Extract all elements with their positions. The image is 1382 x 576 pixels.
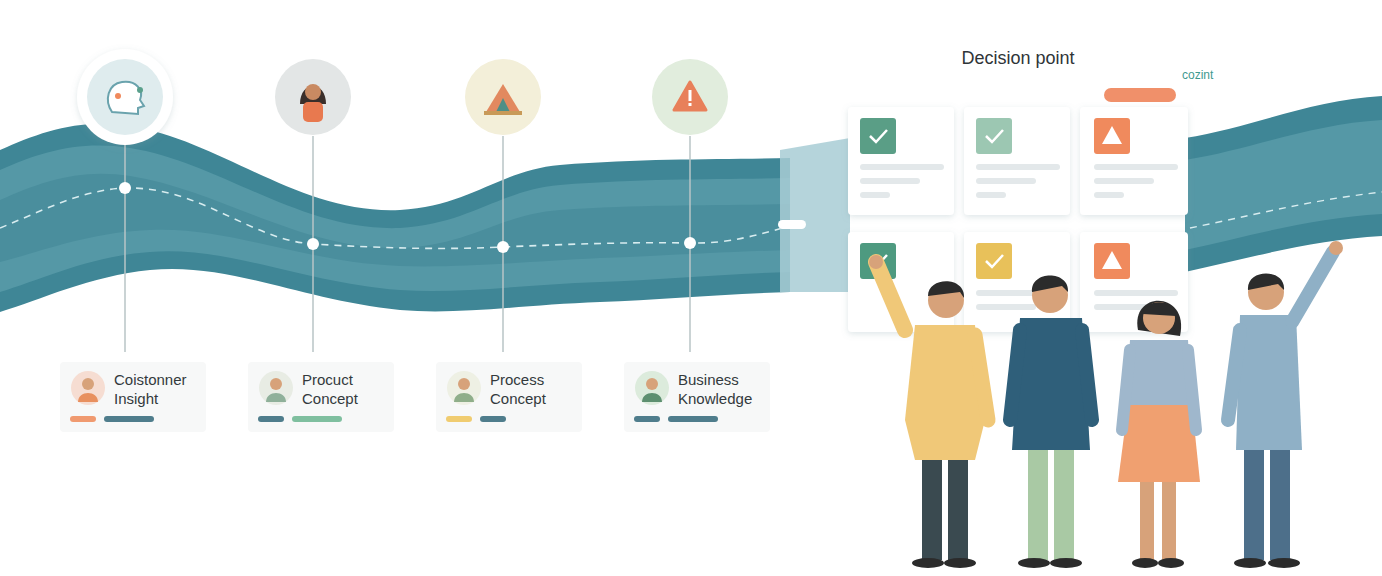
milestone-text: Process Concept: [490, 370, 570, 408]
progress-bar: [292, 416, 342, 422]
decision-cards: [848, 107, 1188, 332]
river-stripe: [0, 145, 790, 292]
watermark: cozint: [1182, 68, 1213, 82]
milestone-text: Coistonner Insight: [114, 370, 194, 408]
progress-bar: [70, 416, 96, 422]
river-stripe: [1185, 120, 1382, 250]
decision-panel: Decision point: [846, 38, 1190, 98]
milestone-label: Business Knowledge: [624, 362, 770, 432]
warning-icon: [652, 59, 728, 135]
insight-icon: [87, 59, 163, 135]
progress-bar: [446, 416, 472, 422]
head-icon: [108, 82, 144, 114]
milestone-dots: [119, 182, 696, 253]
progress-bar: [258, 416, 284, 422]
progress-bar: [634, 416, 660, 422]
river-path: [0, 188, 790, 248]
icon-ring: [77, 49, 173, 145]
river-band: [0, 124, 790, 312]
progress-bar: [480, 416, 506, 422]
milestone-text: Business Knowledge: [678, 370, 758, 408]
river-marker: [778, 220, 806, 229]
avatar-icon: [446, 370, 482, 406]
milestone-label: Coistonner Insight: [60, 362, 206, 432]
avatar-icon: [634, 370, 670, 406]
panel-heading: Decision point: [846, 38, 1190, 69]
milestone-text: Procuct Concept: [302, 370, 382, 408]
tent-icon: [465, 59, 541, 135]
avatar-icon: [258, 370, 294, 406]
person-icon: [275, 59, 351, 135]
river-band: [1185, 96, 1382, 272]
progress-bar: [104, 416, 154, 422]
river-fade: [780, 138, 850, 292]
river-stripe: [0, 174, 790, 267]
team-figures: [869, 241, 1343, 568]
stem-lines: [125, 136, 690, 352]
milestone-label: Procuct Concept: [248, 362, 394, 432]
status-bar: [1104, 88, 1176, 102]
progress-bar: [668, 416, 718, 422]
milestone-label: Process Concept: [436, 362, 582, 432]
avatar-icon: [70, 370, 106, 406]
river-path: [1190, 192, 1382, 228]
